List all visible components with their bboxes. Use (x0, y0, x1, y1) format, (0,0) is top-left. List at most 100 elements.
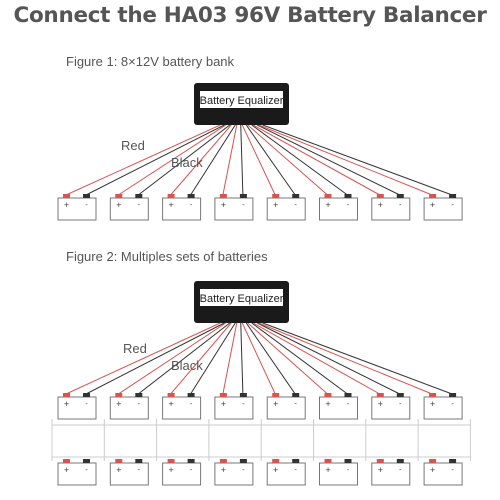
battery-1-4 (214, 197, 254, 221)
negative-terminal (449, 194, 457, 198)
positive-sign: + (64, 201, 70, 209)
page-title: Connect the HA03 96V Battery Balancer (13, 3, 487, 28)
red-wire-5 (241, 322, 276, 395)
positive-sign: + (116, 201, 122, 209)
negative-terminal (187, 459, 195, 463)
positive-sign: + (168, 400, 174, 408)
red-wire-8 (258, 124, 433, 196)
negative-sign: - (138, 400, 141, 408)
equalizer-label-plate (200, 289, 283, 306)
positive-terminal (429, 393, 437, 397)
positive-sign: + (64, 400, 70, 408)
negative-terminal (135, 194, 143, 198)
positive-terminal (429, 459, 437, 463)
battery-2-5 (266, 462, 306, 486)
battery-2-7 (371, 462, 411, 486)
negative-sign: - (451, 400, 454, 408)
black-wire-6 (251, 124, 348, 196)
positive-terminal (429, 194, 437, 198)
black-wire-8 (262, 124, 453, 196)
positive-sign: + (116, 466, 122, 474)
black-wire-7 (257, 124, 401, 196)
positive-terminal (376, 194, 384, 198)
battery-1-4 (214, 396, 254, 420)
red-wire-1 (65, 322, 221, 395)
negative-terminal (135, 393, 143, 397)
positive-sign: + (430, 201, 436, 209)
positive-terminal (167, 459, 175, 463)
positive-sign: + (377, 466, 383, 474)
red-wire-6 (247, 124, 328, 196)
positive-terminal (376, 393, 384, 397)
negative-terminal (396, 194, 404, 198)
positive-sign: + (325, 466, 331, 474)
black-wire-4 (240, 124, 244, 196)
battery-1-5 (266, 396, 306, 420)
positive-sign: + (168, 466, 174, 474)
battery-1-6 (319, 197, 358, 221)
positive-sign: + (273, 201, 279, 209)
positive-sign: + (64, 466, 70, 474)
black-wire-label: Black (171, 155, 203, 170)
negative-terminal (396, 393, 404, 397)
negative-terminal (396, 459, 404, 463)
battery-1-2 (109, 197, 149, 221)
figure-2-caption: Figure 2: Multiples sets of batteries (66, 249, 268, 264)
black-wire-3 (190, 124, 236, 196)
red-wire-6 (247, 322, 328, 395)
negative-terminal (187, 393, 195, 397)
black-wire-1 (85, 322, 225, 395)
negative-sign: - (294, 400, 297, 408)
battery-1-7 (371, 396, 411, 420)
positive-terminal (115, 459, 123, 463)
positive-terminal (272, 393, 280, 397)
black-wire-7 (257, 322, 401, 395)
red-wire-2 (118, 322, 227, 395)
negative-sign: - (451, 466, 454, 474)
negative-sign: - (347, 466, 350, 474)
negative-sign: - (190, 400, 193, 408)
positive-terminal (324, 194, 332, 198)
negative-terminal (344, 393, 352, 397)
equalizer-label-plate (200, 91, 283, 108)
negative-sign: - (138, 466, 141, 474)
positive-terminal (115, 393, 123, 397)
battery-1-5 (266, 197, 306, 221)
positive-sign: + (273, 400, 279, 408)
battery-1-1 (57, 396, 97, 420)
black-wire-2 (137, 124, 231, 196)
red-wire-3 (170, 124, 232, 196)
negative-sign: - (451, 201, 454, 209)
positive-sign: + (325, 400, 331, 408)
negative-sign: - (85, 466, 88, 474)
positive-terminal (63, 459, 70, 463)
equalizer-label: Battery Equalizer (200, 95, 284, 107)
black-wire-6 (251, 322, 348, 395)
battery-2-1 (57, 462, 97, 486)
red-wire-8 (258, 322, 433, 395)
negative-terminal (292, 459, 300, 463)
red-wire-1 (65, 124, 221, 196)
positive-terminal (219, 194, 227, 198)
positive-terminal (324, 393, 332, 397)
black-wire-2 (137, 322, 231, 395)
positive-terminal (376, 459, 384, 463)
battery-2-8 (423, 462, 463, 486)
negative-sign: - (190, 466, 193, 474)
battery-1-3 (162, 197, 202, 221)
positive-terminal (167, 194, 175, 198)
positive-terminal (219, 459, 227, 463)
negative-terminal (344, 459, 352, 463)
negative-terminal (135, 459, 143, 463)
battery-1-8 (423, 197, 463, 221)
figure-1-caption: Figure 1: 8×12V battery bank (66, 54, 235, 69)
positive-terminal (63, 393, 70, 397)
negative-sign: - (85, 400, 88, 408)
battery-2-3 (162, 462, 202, 486)
negative-sign: - (347, 400, 350, 408)
positive-terminal (115, 194, 123, 198)
positive-sign: + (430, 400, 436, 408)
battery-1-7 (371, 197, 411, 221)
positive-sign: + (377, 400, 383, 408)
